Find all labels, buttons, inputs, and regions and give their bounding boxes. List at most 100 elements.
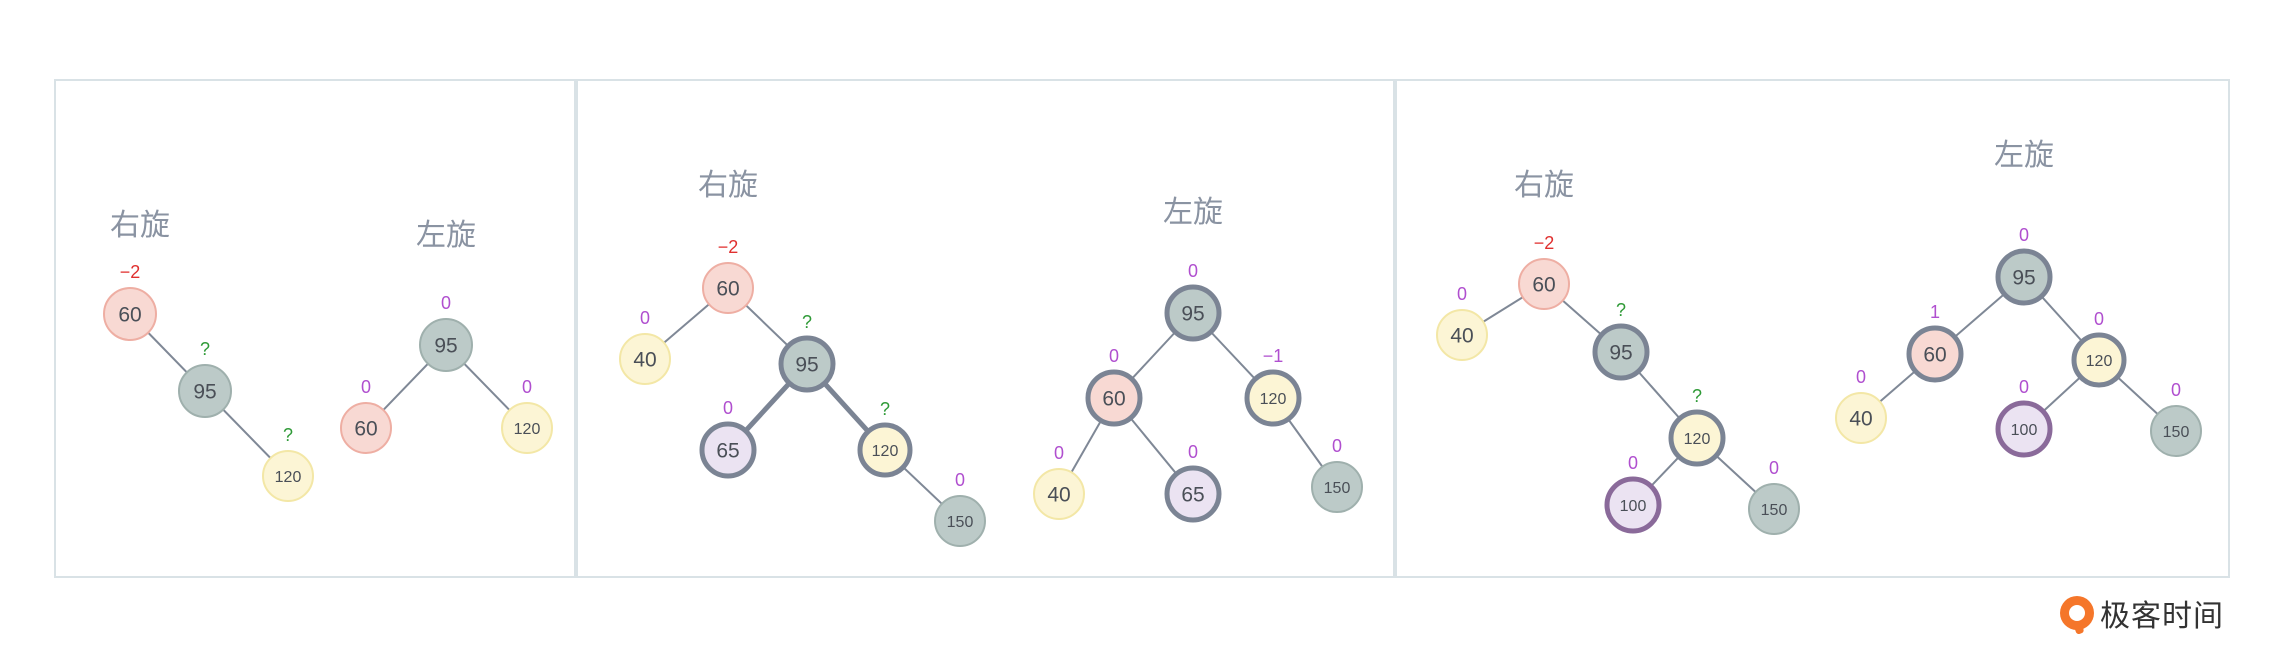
node-value: 95 [1181,303,1204,326]
node-value: 60 [716,278,739,301]
node-circle [1085,369,1143,427]
node-value: 60 [118,304,141,327]
node-circle [1906,325,1964,383]
tree-node-60: 60 0 [340,377,392,454]
node-value: 100 [1620,498,1647,515]
node-circle [1164,284,1222,342]
rotate-left-label: 左旋 [1994,138,2054,173]
tree-node-60: 60−2 [1518,233,1570,310]
node-circle [1436,309,1488,361]
node-circle [178,364,232,418]
panel-p3: 右旋左旋60−240095?120?1000150095060112004001… [1436,138,2202,535]
node-circle [340,402,392,454]
node-circle [1995,400,2053,458]
node-circle [1311,461,1363,513]
node-circle [2071,332,2127,388]
node-value: 40 [1047,484,1070,507]
node-value: 60 [1923,344,1946,367]
balance-factor: 0 [1109,346,1119,366]
node-circle [619,333,671,385]
node-value: 95 [193,381,216,404]
balance-factor: 0 [640,308,650,328]
tree-node-95: 95 0 [1995,225,2053,306]
node-circle [1748,483,1800,535]
node-value: 60 [354,418,377,441]
node-circle [702,262,754,314]
balance-factor: 0 [1628,453,1638,473]
balance-factor: ? [200,339,210,359]
node-value: 95 [2012,267,2035,290]
panel-frame-1 [54,79,576,578]
node-circle [1604,476,1662,534]
node-value: 120 [2086,353,2113,370]
panel-p1: 右旋左旋60−295?120?9506001200 [103,208,553,502]
balance-factor: 0 [441,293,451,313]
node-value: 120 [514,421,541,438]
balance-factor: −2 [718,237,739,257]
tree-node-120: 120 0 [2071,309,2127,388]
tree-node-95: 95? [778,312,836,393]
balance-factor: ? [802,312,812,332]
node-value: 100 [2011,422,2038,439]
balance-factor: ? [880,399,890,419]
tree-node-95: 95? [1592,300,1650,381]
node-circle [1518,258,1570,310]
node-value: 65 [1181,484,1204,507]
tree-node-120: 120−1 [1244,346,1302,427]
node-circle [1668,409,1726,467]
node-value: 95 [434,335,457,358]
tree-node-40: 400 [1033,443,1085,520]
balance-factor: ? [283,425,293,445]
balance-factor: ? [1692,386,1702,406]
node-value: 120 [1684,431,1711,448]
node-circle [501,402,553,454]
node-value: 95 [1609,342,1632,365]
node-value: 40 [633,349,656,372]
node-circle [2150,405,2202,457]
node-value: 40 [1450,325,1473,348]
tree-node-60: 60−2 [103,262,157,341]
tree-node-40: 400 [1835,367,1887,444]
tree-node-95: 950 [1164,261,1222,342]
balance-factor: 0 [522,377,532,397]
tree-node-60: 60 −2 [702,237,754,314]
node-circle [419,318,473,372]
balance-factor: 1 [1930,302,1940,322]
node-circle [1244,369,1302,427]
node-value: 150 [2163,424,2190,441]
balance-factor: 0 [955,470,965,490]
node-circle [103,287,157,341]
balance-factor: 0 [723,398,733,418]
panel-frame-3 [1395,79,2230,578]
tree-node-95: 95 0 [419,293,473,372]
balance-factor: 0 [2019,225,2029,245]
balance-factor: 0 [2094,309,2104,329]
node-value: 120 [872,443,899,460]
brand-logo: 极客时间 [2060,591,2224,635]
rotate-right-label: 右旋 [698,168,758,203]
node-circle [1835,392,1887,444]
balance-factor: 0 [361,377,371,397]
node-circle [934,495,986,547]
node-circle [857,422,913,478]
node-circle [699,421,757,479]
tree-node-120: 120? [262,425,314,502]
rotate-left-label: 左旋 [416,218,476,253]
node-circle [1164,465,1222,523]
tree-node-60: 60 1 [1906,302,1964,383]
balance-factor: 0 [1769,458,1779,478]
node-circle [1033,468,1085,520]
node-value: 95 [795,354,818,377]
tree-node-65: 650 [1164,442,1222,523]
node-circle [1592,323,1650,381]
tree-node-60: 600 [1085,346,1143,427]
balance-factor: 0 [1332,436,1342,456]
rotate-right-label: 右旋 [1514,168,1574,203]
balance-factor: −2 [1534,233,1555,253]
node-circle [262,450,314,502]
balance-factor: −1 [1263,346,1284,366]
